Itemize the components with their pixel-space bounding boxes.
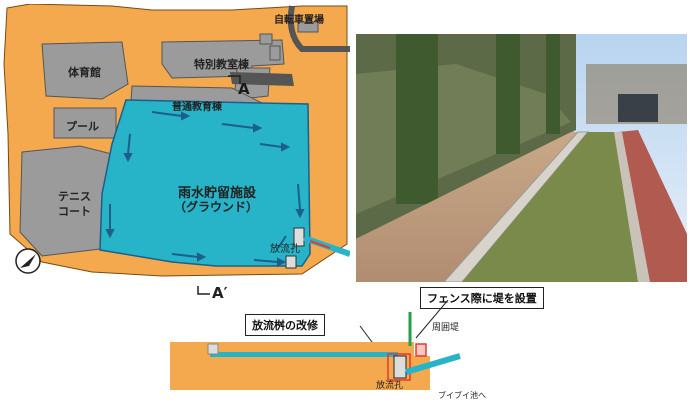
annex-block <box>259 33 273 45</box>
outlet-box-2 <box>285 255 297 269</box>
gym-label: 体育館 <box>68 66 101 79</box>
gym-building <box>41 41 129 100</box>
fence-photo <box>356 34 687 282</box>
tennis-label-2: コート <box>58 205 91 218</box>
section-mark-bottom: A′ <box>212 284 228 302</box>
access-road <box>287 5 350 52</box>
tennis-label: テニス <box>58 190 91 203</box>
callout-leader-fence <box>415 299 449 339</box>
photo-far-wall <box>618 94 658 122</box>
outlet-box <box>293 227 305 247</box>
photo-gravel-path <box>356 132 580 282</box>
section-outlet-box <box>393 355 407 379</box>
photo-curb-stone <box>614 132 650 282</box>
outlet-label: 放流孔 <box>270 244 300 255</box>
fence-bank-callout: フェンス際に堤を設置 <box>420 287 544 309</box>
outlet-arrow <box>309 240 331 249</box>
section-mark-bottom-line <box>197 286 210 295</box>
section-outlet-label: 放流孔 <box>376 381 404 391</box>
outlet-box-callout: 放流桝の改修 <box>245 314 325 336</box>
bicycle-shed <box>297 21 319 33</box>
pond-label: ブイブイ池へ <box>438 391 486 400</box>
facility-subtitle: （グラウンド） <box>174 200 259 214</box>
perimeter-bank-label: 周囲堤 <box>432 323 460 333</box>
site-map: 自転車置場 体育館 特別教室棟 A 普通教育棟 プール テニス コート 雨水貯留… <box>2 3 351 302</box>
section-outlet-red <box>387 353 411 381</box>
cross-section-svg <box>170 299 461 390</box>
annex-block-2 <box>269 45 281 61</box>
section-mark-top-line <box>228 75 241 84</box>
section-step <box>207 343 219 355</box>
section-mark-top: A <box>238 80 250 98</box>
photo-sidewalk <box>618 130 687 282</box>
flow-arrows <box>105 111 305 267</box>
section-outlet-pipe <box>405 353 461 375</box>
pool-area <box>53 107 117 139</box>
fence-post <box>396 34 438 204</box>
fence-post <box>496 34 520 154</box>
cross-section: 周囲堤 放流孔 ブイブイ池へ <box>170 299 490 400</box>
service-strip <box>230 72 294 86</box>
fence-photo-svg <box>356 34 687 282</box>
pool-label: プール <box>66 120 99 133</box>
stormwater-facility <box>99 99 311 267</box>
general-building-label: 普通教育棟 <box>172 102 222 113</box>
bicycle-parking-label: 自転車置場 <box>274 15 324 26</box>
section-perimeter-bank <box>415 343 427 357</box>
facility-title: 雨水貯留施設 <box>178 186 257 201</box>
north-arrow-icon <box>15 248 41 274</box>
photo-grass-slope <box>462 132 646 282</box>
site-map-svg <box>3 3 351 295</box>
special-building-label: 特別教室棟 <box>194 58 249 71</box>
section-water <box>210 352 398 357</box>
fence-post <box>546 34 560 134</box>
